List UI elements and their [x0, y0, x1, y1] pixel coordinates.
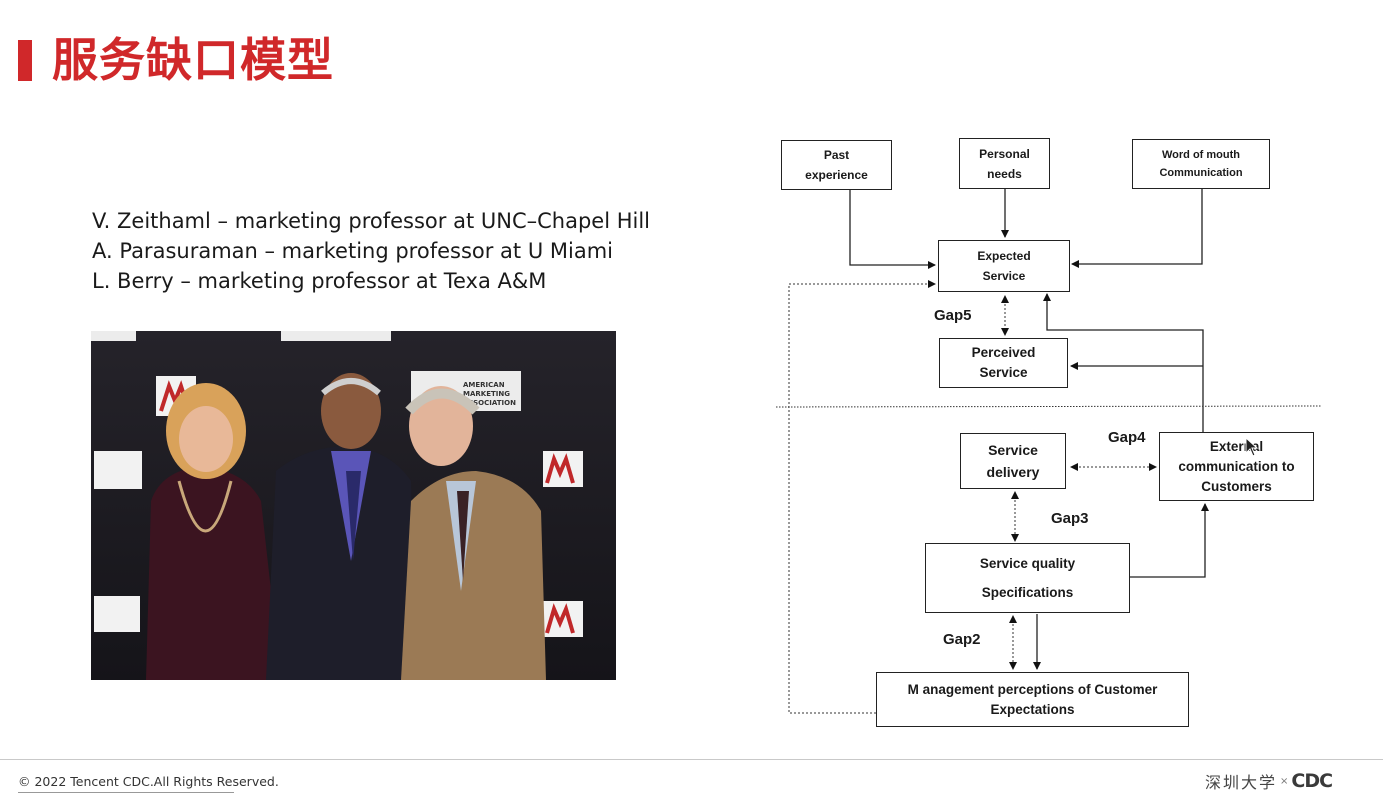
arrow-specs-to-external [1130, 503, 1209, 578]
footer-logo: 深圳大学 × CDC [1205, 768, 1333, 794]
page-title: 服务缺口模型 [52, 33, 334, 87]
arrow-external-to-expected [1043, 293, 1204, 432]
gap4-label: Gap4 [1108, 429, 1146, 446]
title-accent-bar [18, 40, 32, 81]
backdrop-logo-text: MARKETING [463, 390, 510, 398]
mouse-cursor-icon [1245, 437, 1259, 457]
author-line: L. Berry – marketing professor at Texa A… [92, 269, 547, 293]
customer-provider-divider [775, 405, 1323, 408]
footer-copyright: © 2022 Tencent CDC.All Rights Reserved. [18, 774, 279, 789]
arrow-wom-to-expected [1071, 189, 1203, 268]
authors-photo: AMERICAN MARKETING ASSOCIATION [91, 331, 616, 680]
gap3-label: Gap3 [1051, 510, 1089, 527]
footer-logo-cdc: CDC [1291, 770, 1333, 792]
footer-logo-x: × [1280, 775, 1289, 787]
authors-photo-illustration: AMERICAN MARKETING ASSOCIATION [91, 331, 616, 680]
footer-underline [18, 792, 234, 793]
person-middle [266, 373, 416, 680]
gap2-label: Gap2 [943, 631, 981, 648]
arrow-past-to-expected [849, 190, 936, 269]
author-line: V. Zeithaml – marketing professor at UNC… [92, 209, 650, 233]
gap1-connector [788, 280, 936, 714]
author-list: V. Zeithaml – marketing professor at UNC… [92, 206, 650, 296]
backdrop-logo-text: ASSOCIATION [463, 399, 516, 407]
footer-divider [0, 759, 1383, 760]
person-left [146, 383, 281, 680]
gap5-label: Gap5 [934, 307, 972, 324]
person-right [401, 386, 546, 680]
footer-logo-cn: 深圳大学 [1205, 773, 1278, 792]
author-line: A. Parasuraman – marketing professor at … [92, 239, 613, 263]
backdrop-logo-text: AMERICAN [463, 381, 505, 389]
